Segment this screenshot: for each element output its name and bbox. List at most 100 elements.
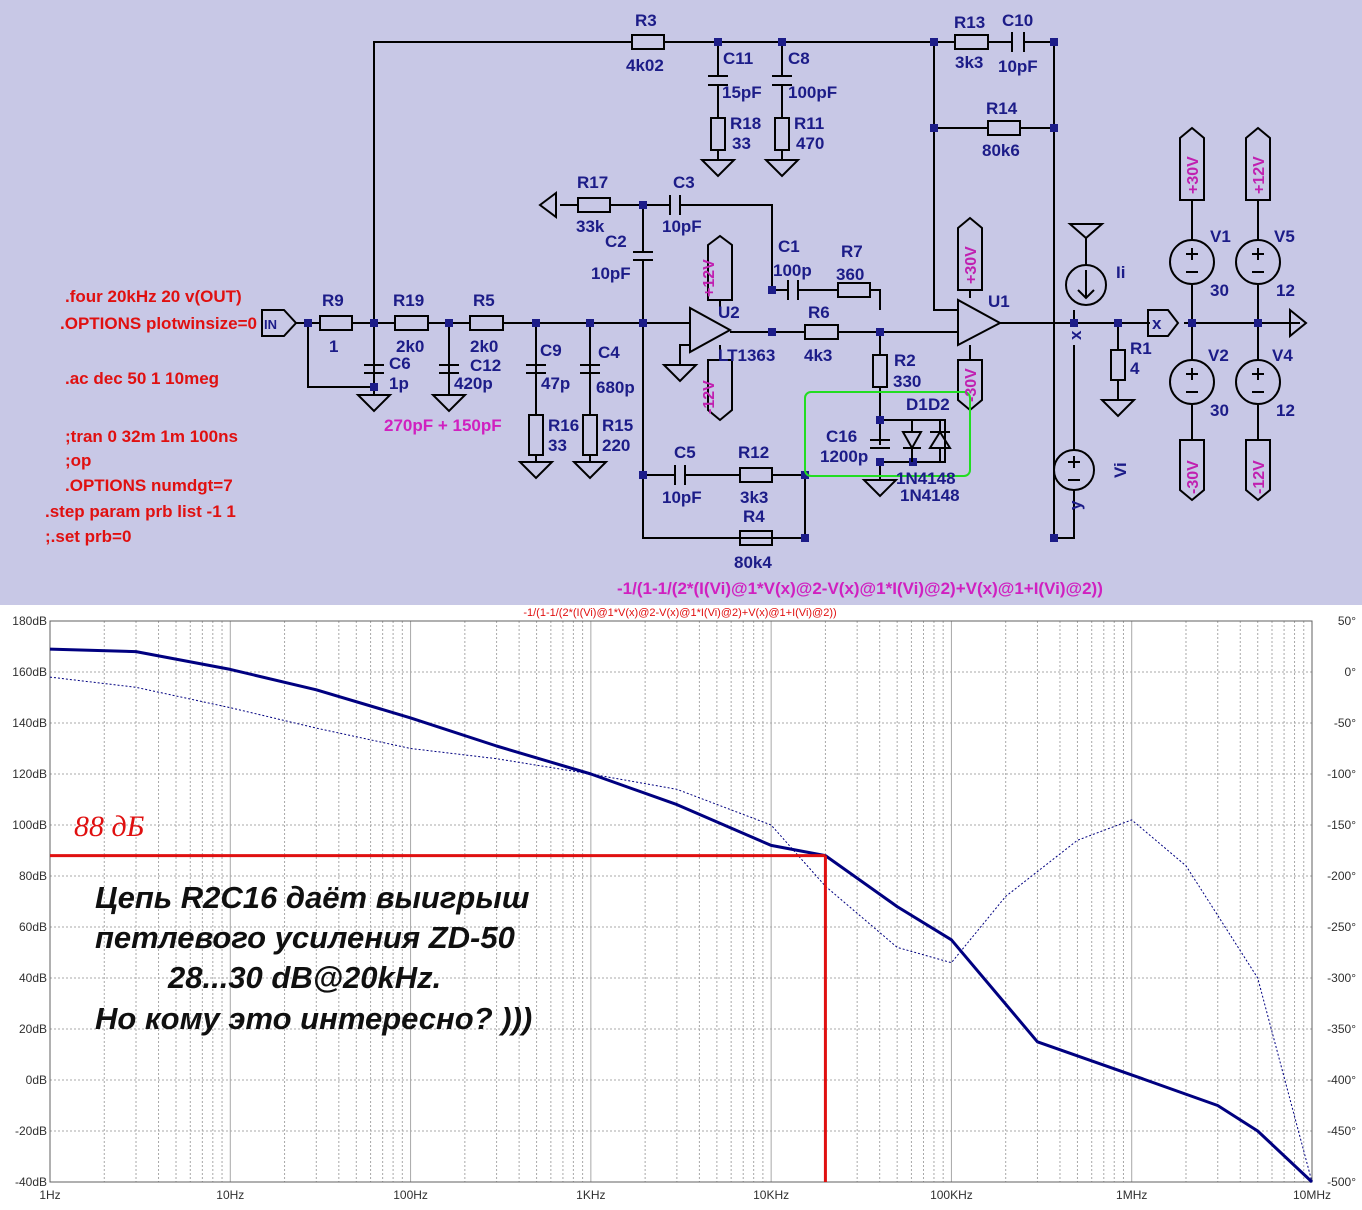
y-tick-label: 100dB: [12, 818, 47, 832]
label-r15: R15: [602, 416, 633, 435]
directive-tran: ;tran 0 32m 1m 100ns: [65, 427, 238, 446]
label-v2: V2: [1208, 346, 1229, 365]
value-r1: 4: [1130, 359, 1140, 378]
y-tick-label: 20dB: [19, 1022, 47, 1036]
label-u2: U2: [718, 303, 740, 322]
capacitor-plates: [364, 32, 1025, 485]
y-tick-label: 160dB: [12, 665, 47, 679]
value-c16: 1200p: [820, 447, 868, 466]
value-r13: 3k3: [955, 53, 983, 72]
label-r16: R16: [548, 416, 579, 435]
label-c5: C5: [674, 443, 696, 462]
value-c5: 10pF: [662, 488, 702, 507]
value-d2: 1N4148: [900, 486, 960, 505]
trace-label: -1/(1-1/(2*(I(Vi)@1*V(x)@2-V(x)@1*I(Vi)@…: [523, 607, 836, 619]
y2-tick-label: -450°: [1327, 1124, 1356, 1138]
plot-frame: [49, 620, 1313, 1183]
rail-v1-plus30: +30V: [1185, 156, 1202, 194]
value-c10: 10pF: [998, 57, 1038, 76]
label-c4: C4: [598, 343, 620, 362]
value-r4: 80k4: [734, 553, 772, 572]
x-tick-label: 10Hz: [216, 1188, 244, 1202]
schematic-panel: R3 4k02 C11 15pF C8 100pF R18 33 R11 470…: [0, 0, 1362, 605]
marker-88db: [50, 854, 827, 1182]
value-c6: 1p: [389, 374, 409, 393]
value-c11: 15pF: [722, 83, 762, 102]
x-tick-label: 100KHz: [930, 1188, 973, 1202]
value-r3: 4k02: [626, 56, 664, 75]
y-tick-label: 80dB: [19, 869, 47, 883]
label-r7: R7: [841, 242, 863, 261]
loop-gain-expression: -1/(1-1/(2*(I(Vi)@1*V(x)@2-V(x)@1*I(Vi)@…: [617, 579, 1103, 598]
y-tick-label: 180dB: [12, 614, 47, 628]
value-c2: 10pF: [591, 264, 631, 283]
value-v5: 12: [1276, 281, 1295, 300]
y2-tick-label: 50°: [1338, 614, 1356, 628]
label-u1: U1: [988, 292, 1010, 311]
label-r14: R14: [986, 99, 1018, 118]
bode-plot: -1/(1-1/(2*(I(Vi)@1*V(x)@2-V(x)@1*I(Vi)@…: [12, 607, 1356, 1202]
y-tick-label: -20dB: [15, 1124, 47, 1138]
net-label-y: y: [1066, 500, 1085, 510]
phase-trace: [49, 676, 1313, 1183]
y-tick-label: 40dB: [19, 971, 47, 985]
label-r6: R6: [808, 303, 830, 322]
value-r19: 2k0: [396, 337, 424, 356]
rail-u1-minus30: -30V: [963, 368, 980, 402]
label-r9: R9: [322, 291, 344, 310]
value-c1: 100p: [773, 261, 812, 280]
x-tick-label: 100Hz: [393, 1188, 428, 1202]
y-tick-label: 140dB: [12, 716, 47, 730]
y2-tick-label: -200°: [1327, 869, 1356, 883]
label-r3: R3: [635, 11, 657, 30]
opamp-bodies: [689, 298, 1003, 354]
bode-plot-panel: -1/(1-1/(2*(I(Vi)@1*V(x)@2-V(x)@1*I(Vi)@…: [0, 605, 1362, 1210]
annotation-text: Цепь R2C16 даёт выигрыш петлевого усилен…: [95, 880, 532, 1036]
value-c4: 680p: [596, 378, 635, 397]
value-r16: 33: [548, 436, 567, 455]
value-r14: 80k6: [982, 141, 1020, 160]
value-c3: 10pF: [662, 217, 702, 236]
y-tick-label: -40dB: [15, 1175, 47, 1189]
label-d1: D1: [906, 395, 928, 414]
value-r18: 33: [732, 134, 751, 153]
annotation-line-3: 28...30 dB@20kHz.: [167, 960, 441, 995]
cap-note: 270pF + 150pF: [384, 416, 502, 435]
rail-v5-plus12: +12V: [1251, 156, 1268, 194]
value-u2: LT1363: [718, 346, 775, 365]
resistor-bodies: [319, 34, 1126, 546]
y2-tick-label: -150°: [1327, 818, 1356, 832]
value-r12: 3k3: [740, 488, 768, 507]
label-c2: C2: [605, 232, 627, 251]
label-c9: C9: [540, 341, 562, 360]
y-tick-label: 0dB: [26, 1073, 47, 1087]
net-label-x-flag: x: [1152, 314, 1162, 333]
label-d2: D2: [928, 395, 950, 414]
value-d1: 1N4148: [896, 469, 956, 488]
annotation-line-1: Цепь R2C16 даёт выигрыш: [95, 880, 530, 915]
label-v4: V4: [1272, 346, 1293, 365]
spice-directives: .four 20kHz 20 v(OUT) .OPTIONS plotwinsi…: [45, 287, 257, 546]
annotation-line-2: петлевого усиления ZD-50: [95, 920, 515, 955]
marker-label: 88 дБ: [74, 810, 145, 843]
label-vi: Vi: [1111, 462, 1130, 478]
y2-tick-label: -350°: [1327, 1022, 1356, 1036]
directive-set: ;.set prb=0: [45, 527, 131, 546]
label-r5: R5: [473, 291, 495, 310]
rail-u2-plus12: +12V: [701, 259, 718, 297]
directive-step: .step param prb list -1 1: [45, 502, 236, 521]
value-r11: 470: [796, 134, 824, 153]
value-c12: 420p: [454, 374, 493, 393]
y-tick-label: 60dB: [19, 920, 47, 934]
label-c11: C11: [723, 49, 753, 68]
label-v5: V5: [1274, 227, 1295, 246]
annotation-line-4: Но кому это интересно? ))): [95, 1001, 532, 1036]
directive-op: ;op: [65, 451, 91, 470]
y2-tick-label: -400°: [1327, 1073, 1356, 1087]
value-v2: 30: [1210, 401, 1229, 420]
plot-grid: [49, 620, 1312, 1183]
y2-tick-label: -250°: [1327, 920, 1356, 934]
value-r7: 360: [836, 265, 864, 284]
label-r19: R19: [393, 291, 424, 310]
